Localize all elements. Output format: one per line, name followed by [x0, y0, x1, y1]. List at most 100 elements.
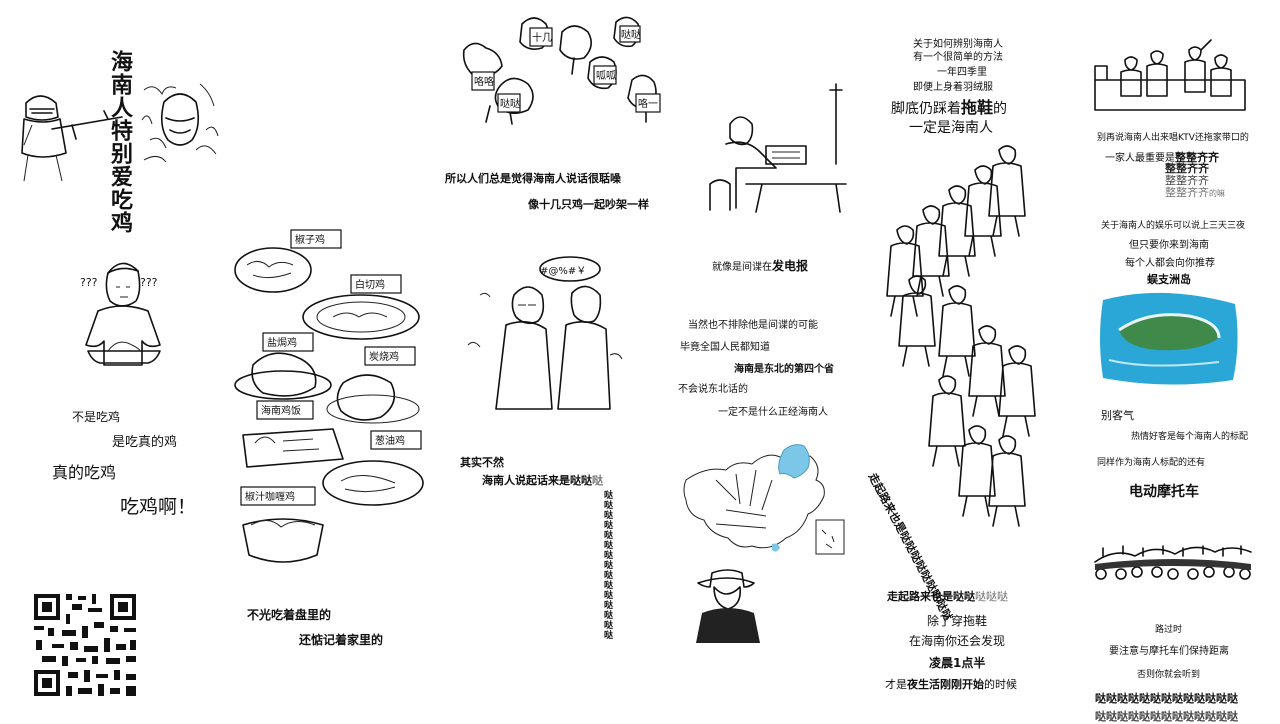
panel4-line3: 毕竟全国人民都知道 — [680, 342, 770, 353]
panel3-line3: 其实不然 — [460, 456, 504, 469]
question-marks-right: ??? — [140, 276, 158, 289]
panel5-line5-bold: 拖鞋 — [961, 98, 994, 117]
panel5-line7-tail: 哒哒哒 — [975, 590, 1008, 603]
wuzhizhou-island-photo — [1100, 292, 1238, 385]
telegraph-operator-illustration — [709, 83, 847, 213]
panel4-line6: 一定不是什么正经海南人 — [718, 407, 828, 418]
panel4-line5: 不会说东北话的 — [678, 384, 748, 395]
panel5-line5-pre: 脚底仍踩着 — [891, 101, 961, 117]
panel1-line3: 真的吃鸡 — [52, 463, 117, 482]
panel6-line10: 别客气 — [1101, 409, 1134, 422]
soldier-gun-icon — [21, 95, 123, 182]
panel-slippers: 关于如何辨别海南人 有一个很简单的方法 一年四季里 即便上身着羽绒服 脚底仍踩着… — [865, 0, 1075, 720]
panel4-line1-text: 就像是间谍在 — [712, 262, 772, 273]
panel5-line7-bold: 走起路来也是哒哒 — [887, 590, 975, 603]
panel1-line1: 不是吃鸡 — [72, 410, 121, 424]
panel6-line11: 热情好客是每个海南人的标配 — [1131, 432, 1249, 442]
panel5-line11-bold: 夜生活刚刚开始 — [907, 678, 984, 691]
china-map — [683, 444, 845, 555]
dish-label-2: 白切鸡 — [355, 278, 385, 291]
panel-telegraph: 就像是间谍在发电报 当然也不排除他是间谍的可能 毕竟全国人民都知道 海南是东北的… — [670, 0, 850, 720]
panel6-line5: 整整齐齐的嘛 — [1165, 184, 1225, 200]
chicken-sign-5: 咯一 — [638, 98, 658, 110]
dish-label-4: 炭烧鸡 — [369, 350, 399, 363]
panel1-line4: 吃鸡啊！ — [120, 496, 197, 518]
panel6-line6: 关于海南人的娱乐可以说上三天三夜 — [1101, 221, 1246, 231]
panel5-line6: 一定是海南人 — [909, 120, 993, 136]
panel-eat-chicken: 海南人特别爱吃鸡 ??? ??? 不是吃鸡 是吃真的鸡 真的吃鸡 吃鸡啊！ — [0, 0, 219, 720]
family-ktv-illustration — [1094, 39, 1246, 111]
panel5-line11: 才是夜生活刚刚开始的时候 — [885, 676, 1017, 692]
panel2-line2: 还惦记着家里的 — [299, 633, 384, 647]
qr-code[interactable] — [32, 592, 138, 698]
dish-label-6: 葱油鸡 — [375, 434, 405, 447]
panel5-line3: 一年四季里 — [937, 67, 987, 78]
panel6-line3: 整整齐齐 — [1165, 162, 1209, 175]
panel6-line2-bold: 整整齐齐 — [1175, 151, 1219, 164]
panel3-line4-text: 海南人说起话来是哒哒 — [482, 474, 592, 487]
panel5-line2: 有一个很简单的方法 — [913, 52, 1003, 63]
panel6-line17: 哒哒哒哒哒哒哒哒哒哒哒哒哒 — [1095, 692, 1238, 705]
panel6-line2: 一家人最重要是整整齐齐 — [1105, 149, 1219, 165]
panel3-line1: 所以人们总是觉得海南人说话很聒噪 — [445, 172, 621, 185]
two-men-talking-illustration — [467, 256, 623, 410]
panel5-line8: 除了穿拖鞋 — [927, 614, 988, 628]
chicken-sign-3: 哒哒 — [500, 97, 520, 110]
panel6-line12: 同样作为海南人标配的还有 — [1097, 458, 1206, 468]
panel1-line2: 是吃真的鸡 — [112, 435, 178, 450]
panel6-line15: 要注意与摩托车们保持距离 — [1109, 646, 1229, 657]
panel5-line10: 凌晨1点半 — [929, 656, 986, 670]
panel5-line1: 关于如何辨别海南人 — [913, 39, 1003, 50]
speech-bubble-symbols: #@%#￥ — [540, 266, 587, 277]
panel3-line4: 海南人说起话来是哒哒哒 — [482, 472, 603, 488]
panel6-line17-cutoff: 哒哒哒哒哒哒哒哒哒哒哒哒哒 — [1095, 710, 1238, 723]
panel5-line7: 走起路来也是哒哒哒哒哒 — [887, 588, 1008, 604]
chicken-dishes-illustration: 椒子鸡 白切鸡 盐焗鸡 炭烧鸡 海南鸡饭 葱油鸡 椒汁咖喱鸡 — [234, 229, 424, 563]
panel4-line4: 海南是东北的第四个省 — [734, 364, 834, 375]
question-marks-left: ??? — [80, 276, 98, 289]
spy-hat-icon — [696, 569, 760, 643]
panel5-line5-post: 的 — [993, 101, 1008, 117]
panel-chicken-dishes: 椒子鸡 白切鸡 盐焗鸡 炭烧鸡 海南鸡饭 葱油鸡 椒汁咖喱鸡 不光吃着盘里的 还… — [215, 0, 425, 720]
panel5-line9: 在海南你还会发现 — [909, 634, 1006, 648]
chicken-sign-1: 咯咯 — [474, 76, 494, 88]
chicken-sign-2: 十几 — [532, 31, 552, 44]
panel2-line1: 不光吃着盘里的 — [247, 608, 332, 622]
panel5-line4: 即便上身着羽绒服 — [913, 82, 993, 93]
dish-label-7: 椒汁咖喱鸡 — [245, 490, 295, 503]
chicken-sign-4: 呱呱 — [596, 69, 616, 82]
marching-crowd-illustration — [886, 145, 1036, 527]
northeast-provinces-highlight — [778, 444, 810, 479]
dish-label-5: 海南鸡饭 — [261, 404, 301, 417]
panel5-line11-pre: 才是 — [885, 678, 907, 691]
panel6-line4: 整整齐齐 — [1165, 174, 1209, 187]
panel6-line5-post: 的嘛 — [1209, 189, 1225, 198]
panel6-line14: 路过时 — [1155, 625, 1183, 635]
panel6-line8: 每个人都会向你推荐 — [1125, 258, 1215, 269]
dish-label-3: 盐焗鸡 — [267, 336, 297, 349]
panel6-line5-text: 整整齐齐 — [1165, 186, 1209, 199]
panel6-line9: 蜈支洲岛 — [1147, 273, 1191, 286]
panel6-line13: 电动摩托车 — [1129, 484, 1199, 500]
panel6-line7: 但只要你来到海南 — [1129, 240, 1209, 251]
panel5-line11-post: 的时候 — [984, 678, 1017, 691]
panel4-line1-bold: 发电报 — [772, 259, 809, 273]
arguing-chickens-illustration: 咯咯 十几 哒哒 呱呱 咯一 哒哒 — [462, 16, 661, 125]
panel3-line4-tail: 哒 — [592, 474, 603, 487]
chicken-sign-6: 哒哒 — [621, 28, 641, 41]
panel6-line16: 否则你就会听到 — [1137, 670, 1201, 680]
dish-label-1: 椒子鸡 — [295, 233, 325, 246]
panel6-line2-pre: 一家人最重要是 — [1105, 153, 1175, 164]
panel3-vertical-dada: 哒哒哒哒哒哒哒哒哒哒哒哒哒哒哒 — [602, 490, 612, 640]
panel6-line1: 别再说海南人出来唱KTV还拖家带口的 — [1097, 133, 1249, 143]
panel1-title: 海南人特别爱吃鸡 — [107, 50, 132, 234]
panel3-line2: 像十几只鸡一起吵架一样 — [528, 198, 649, 211]
man-with-chicken-icon — [85, 262, 161, 366]
masked-man-icon — [141, 83, 219, 163]
panel-noisy-talk: 咯咯 十几 哒哒 呱呱 咯一 哒哒 所以人们总是觉得海南人说话很聒噪 像十几只鸡… — [430, 0, 665, 720]
panel4-line2: 当然也不排除他是间谍的可能 — [688, 320, 818, 331]
panel5-line5: 脚底仍踩着拖鞋的 — [891, 94, 1007, 118]
panel4-line1: 就像是间谍在发电报 — [712, 257, 808, 274]
scooter-crowd-illustration — [1094, 545, 1252, 580]
panel-ktv-island-scooter: 别再说海南人出来唱KTV还拖家带口的 一家人最重要是整整齐齐 整整齐齐 整整齐齐… — [1085, 0, 1280, 723]
